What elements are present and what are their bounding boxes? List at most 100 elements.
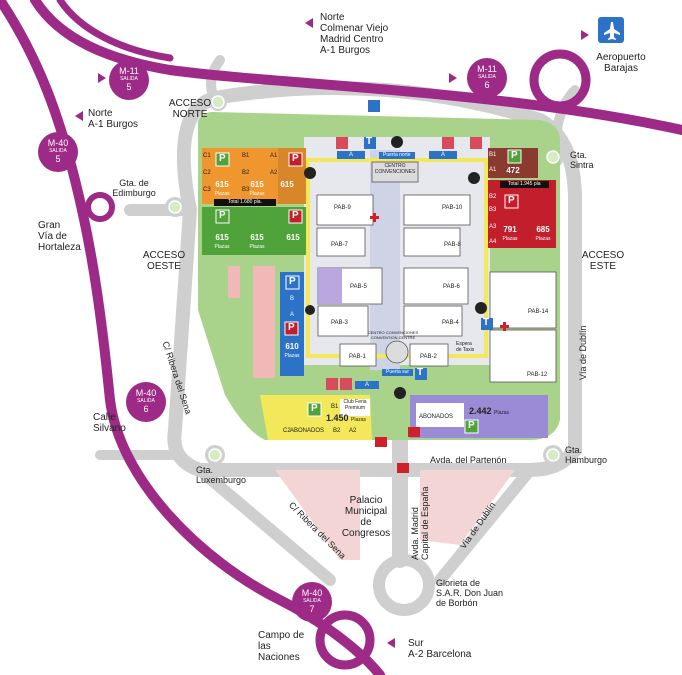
pab5-shade [318, 268, 342, 304]
pab-7: PAB-7 [331, 242, 348, 248]
nw-places-2: Plazas [249, 191, 265, 197]
ne-count-l: 791 [503, 225, 517, 234]
m40-exit5-shield: M-40 SALIDA 5 [38, 132, 78, 172]
west-b: B [289, 296, 295, 302]
parking-p-ne2: P [508, 195, 515, 206]
club-box [340, 399, 370, 416]
parking-p-1: P [219, 153, 226, 164]
nw-a2: A2 [270, 170, 278, 176]
west-pink-strip-2 [253, 266, 275, 378]
pab-3: PAB-3 [331, 320, 348, 326]
yellow-c2: C2 [283, 428, 291, 434]
nw-c3: C3 [203, 187, 211, 193]
ne-b1: B1 [489, 152, 497, 158]
pab-14: PAB-14 [528, 309, 549, 315]
puerta-sur: Puerta sur [382, 369, 414, 376]
direction-arrows [75, 18, 589, 648]
puerta-norte: Puerta norte [379, 152, 415, 159]
nw-c1: C1 [203, 153, 211, 159]
nw-a1: A1 [270, 153, 278, 159]
nw-count-b1: 615 [250, 180, 264, 189]
parking-p-w2: P [288, 322, 295, 333]
label-avda-partenon: Avda. del Partenón [430, 455, 507, 465]
convention-dome [385, 340, 409, 364]
nw-places-4: Plazas [249, 244, 265, 250]
ne-count-top: 472 [506, 166, 520, 175]
m11-exit5-shield: M-11 SALIDA 5 [109, 60, 149, 100]
ne-places-l: Plazas [502, 236, 518, 242]
label-hamburgo: Gta.Hamburgo [565, 445, 608, 465]
yellow-a2: A2 [349, 428, 357, 434]
west-a: A [289, 312, 295, 318]
yellow-count: 1.450 Plazas [326, 413, 367, 423]
nw-b3: B3 [242, 187, 250, 193]
nw-places-1: Plazas [214, 191, 230, 197]
yellow-b1: B1 [331, 404, 339, 410]
south-loop [315, 610, 375, 670]
glorieta-roundabout [373, 554, 435, 616]
ne-b2: B2 [489, 194, 497, 200]
nw-count-c2: 615 [215, 233, 229, 242]
nw-b1: B1 [242, 153, 250, 159]
west-count: 610 [285, 342, 299, 351]
parking-p-3: P [219, 210, 226, 221]
parking-p-2: P [292, 153, 299, 164]
ne-a3: A3 [489, 224, 497, 230]
pab-8: PAB-8 [444, 242, 461, 248]
pab-2: PAB-2 [420, 354, 437, 360]
parking-p-w1: P [289, 276, 296, 287]
m11-exit6-shield: M-11 SALIDA 6 [467, 58, 507, 98]
ne-count-r: 685 [536, 225, 550, 234]
west-pink-strip [228, 266, 240, 298]
nw-count-a1: 615 [280, 180, 294, 189]
south-plaza-east [420, 470, 515, 545]
nw-b2: B2 [242, 170, 250, 176]
nw-total-banner: Total 1.680 pla. [214, 199, 276, 206]
t-marker-north: T [366, 136, 373, 147]
m40-exit7-shield: M-40 SALIDA 7 [292, 582, 332, 622]
ne-b3: B3 [489, 207, 497, 213]
t-marker-east: T [483, 317, 490, 328]
pab-4: PAB-4 [442, 320, 459, 326]
a-marker-north-2: A [429, 151, 458, 159]
ne-total-banner: Total 1.945 pla [500, 181, 549, 188]
parking-icons [215, 100, 522, 473]
a-marker-north: A [337, 151, 366, 159]
roundabout-dots [168, 95, 560, 462]
pab-1: PAB-1 [349, 354, 366, 360]
label-luxemburgo: Gta.Luxemburgo [196, 465, 247, 485]
m40-north-node [85, 192, 115, 222]
central-corridor [370, 150, 400, 370]
pab-10: PAB-10 [442, 205, 463, 211]
access-markers [304, 136, 487, 399]
parking-p-4: P [292, 210, 299, 221]
nw-count-a2: 615 [286, 233, 300, 242]
parking-ne-bottom [488, 180, 556, 248]
m40-exit6-shield: M-40 SALIDA 6 [126, 382, 166, 422]
pab-6: PAB-6 [443, 284, 460, 290]
parking-p-s1: P [311, 403, 318, 414]
airport-loop [529, 49, 591, 111]
ne-a1: A1 [489, 167, 497, 173]
ne-a4: A4 [489, 239, 497, 245]
purple-abonados: ABONADOS [419, 414, 454, 420]
parking-p-s2: P [468, 420, 475, 431]
yellow-abonados: ABONADOS [290, 428, 325, 434]
